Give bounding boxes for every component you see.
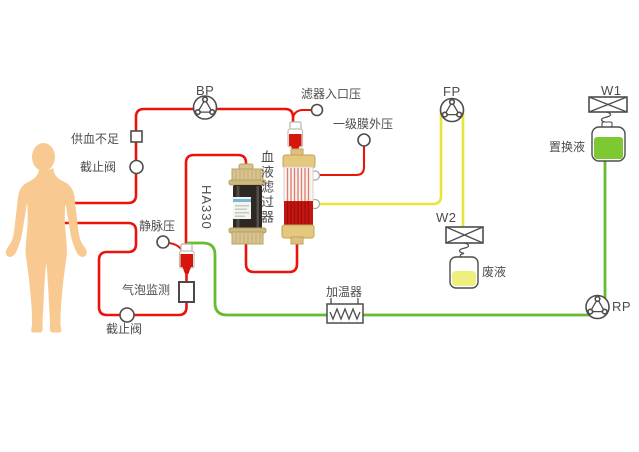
venous-pressure-stub — [167, 241, 183, 251]
membrane-pressure-line — [313, 144, 366, 177]
bubble-monitor-label: 气泡监测 — [122, 283, 171, 297]
rp-to-venous-line — [186, 241, 594, 317]
w2-valve-label: W2 — [436, 210, 457, 225]
patient-head — [32, 143, 55, 171]
stop-valve-bottom — [119, 307, 135, 323]
venous-pressure-sensor — [156, 235, 170, 249]
fp-pump-label: FP — [443, 84, 461, 99]
bp-pump-icon — [192, 95, 218, 120]
membrane-pressure-label: 一级膜外压 — [333, 117, 394, 131]
w2-coil — [458, 242, 470, 259]
waste-fluid-fill — [452, 271, 476, 286]
replacement-fluid-label: 置换液 — [549, 140, 586, 154]
heater-label: 加温器 — [326, 285, 363, 299]
venous-return-line — [58, 221, 188, 317]
arterial-line — [58, 107, 295, 205]
patient-figure — [5, 143, 87, 333]
hemofilter-label: 血液滤过器 — [259, 150, 274, 225]
waste-container — [449, 256, 479, 289]
filter-inlet-pressure-sensor — [310, 103, 324, 117]
stop-valve-top — [129, 159, 144, 175]
bubble-monitor-icon — [178, 281, 195, 303]
filter-to-ha330-line — [244, 236, 299, 274]
replacement-fluid-fill — [594, 137, 623, 159]
filtrate-line-to-fp — [314, 110, 443, 206]
w1-valve-label: W1 — [601, 83, 622, 98]
bp-pump-label: BP — [196, 83, 215, 98]
rp-pump-label: RP — [612, 299, 632, 314]
ha330-label: HA330 — [199, 185, 214, 230]
blood-supply-alarm-sensor — [130, 130, 143, 143]
venous-pressure-label: 静脉压 — [139, 219, 176, 233]
heater-icon — [326, 298, 364, 324]
filter-inlet-pressure-stub — [291, 108, 313, 120]
insufficient-blood-label: 供血不足 — [71, 132, 120, 146]
replacement-lines — [186, 158, 607, 317]
stop-valve-top-label: 截止阀 — [80, 160, 117, 174]
hemofilter-icon — [281, 148, 321, 245]
venous-drip-chamber — [178, 243, 195, 274]
stop-valve-bottom-label: 截止阀 — [106, 322, 143, 336]
blood-lines — [58, 107, 366, 317]
filter-inlet-drip-chamber — [287, 121, 304, 153]
patient-body — [5, 168, 87, 333]
ha330-cartridge-icon — [228, 163, 267, 245]
membrane-pressure-sensor — [357, 133, 371, 147]
replacement-fluid-bag — [591, 121, 626, 162]
w2-valve-icon — [445, 226, 484, 259]
rp-pump-icon — [585, 294, 610, 320]
filter-inlet-pressure-label: 滤器入口压 — [301, 87, 362, 101]
w1-valve-icon — [588, 96, 628, 128]
ha330-to-venous-line — [184, 153, 248, 248]
waste-label: 废液 — [482, 265, 507, 279]
fp-pump-icon — [439, 97, 465, 123]
filtrate-lines — [314, 109, 465, 230]
